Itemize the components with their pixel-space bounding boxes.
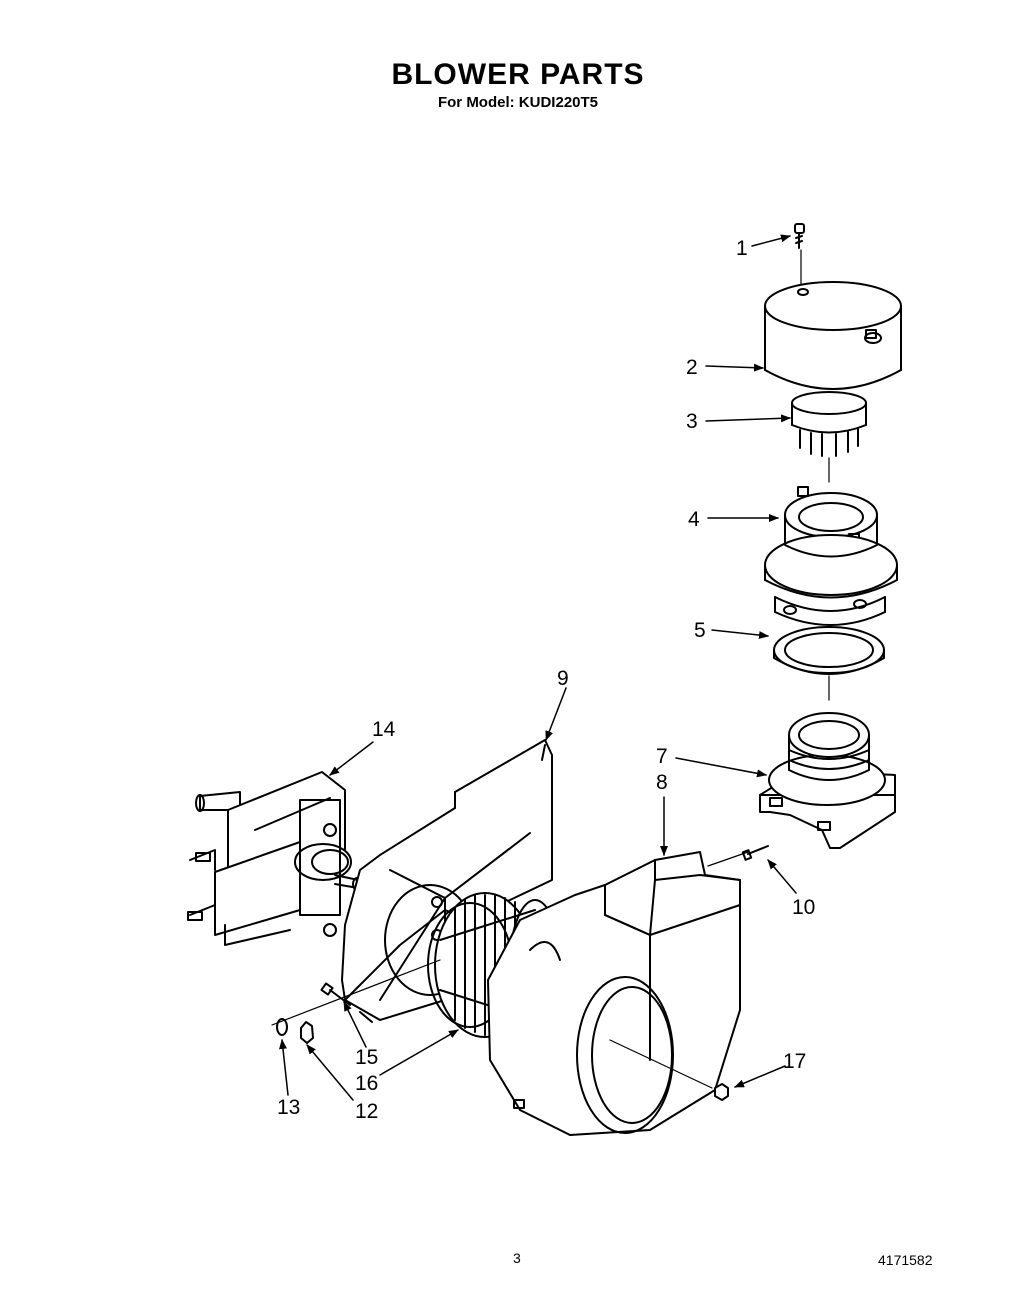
document-number: 4171582 xyxy=(878,1252,933,1268)
callout-9: 9 xyxy=(557,667,569,690)
hex-nut-drawing xyxy=(609,1039,729,1101)
callout-10: 10 xyxy=(792,896,815,919)
callout-8: 8 xyxy=(656,771,668,794)
callout-2: 2 xyxy=(686,356,698,379)
callout-4: 4 xyxy=(688,508,700,531)
washer-drawing xyxy=(276,1018,288,1036)
mounting-screw-drawing xyxy=(741,845,769,861)
callout-7: 7 xyxy=(656,745,668,768)
callout-5: 5 xyxy=(694,619,706,642)
callout-15: 15 xyxy=(355,1046,378,1069)
gasket-ring-drawing xyxy=(773,626,885,701)
blower-housing-drawing xyxy=(487,851,741,1136)
callout-1: 1 xyxy=(736,237,748,260)
callout-12: 12 xyxy=(355,1100,378,1123)
leader-lines xyxy=(278,234,797,1101)
callout-17: 17 xyxy=(783,1050,806,1073)
mounting-plate-drawing xyxy=(341,739,553,1021)
callout-16: 16 xyxy=(355,1072,378,1095)
screw-part-drawing xyxy=(794,223,805,287)
callout-13: 13 xyxy=(277,1096,300,1119)
small-nut-drawing xyxy=(300,1021,314,1044)
page-title: BLOWER PARTS xyxy=(391,58,645,91)
model-subtitle: For Model: KUDI220T5 xyxy=(437,94,599,111)
page-number: 3 xyxy=(513,1250,521,1266)
blower-motor-drawing xyxy=(187,771,362,946)
callout-14: 14 xyxy=(372,718,396,741)
motor-base-drawing xyxy=(759,712,896,849)
motor-cover-drawing xyxy=(764,281,902,390)
callout-3: 3 xyxy=(686,410,698,433)
connector-drawing xyxy=(791,391,867,483)
flanged-housing-drawing xyxy=(764,486,898,626)
